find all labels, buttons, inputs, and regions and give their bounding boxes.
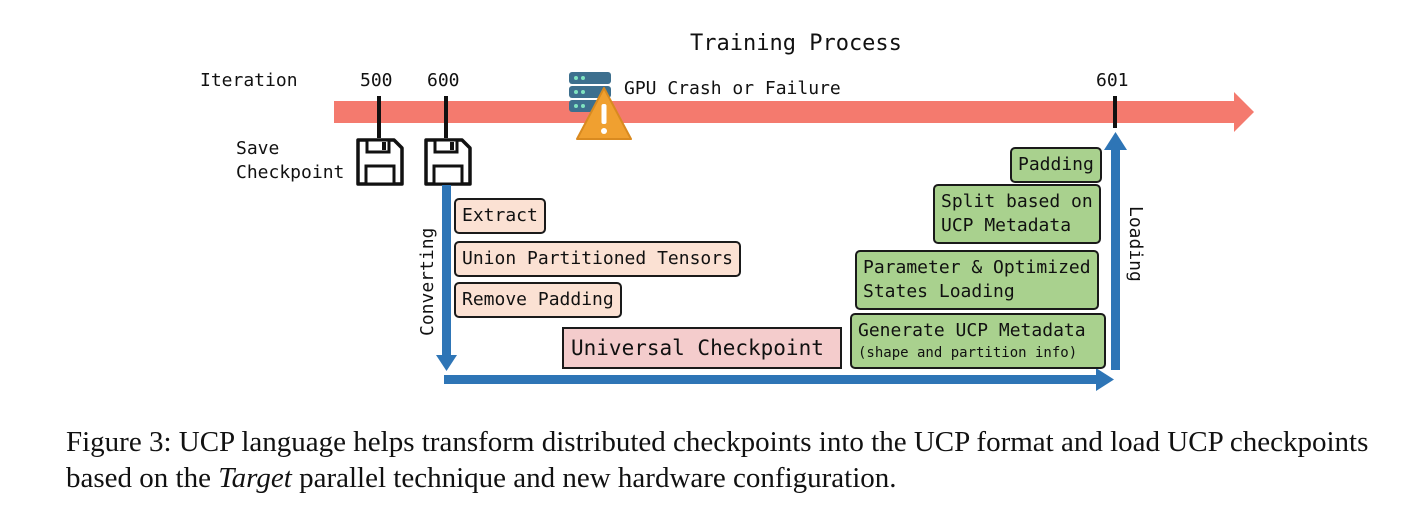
timeline-arrow — [334, 92, 1254, 132]
caption-italic: Target — [218, 462, 292, 494]
step-param-line1: Parameter & Optimized — [863, 257, 1091, 278]
floppy-disk-icon-500 — [356, 138, 404, 186]
save-label-line2: Checkpoint — [236, 162, 345, 183]
universal-checkpoint-box: Universal Checkpoint — [562, 327, 842, 369]
step-padding: Padding — [1010, 147, 1102, 183]
iteration-601-label: 601 — [1096, 70, 1129, 91]
step-param-line2: States Loading — [863, 281, 1015, 302]
failure-label: GPU Crash or Failure — [624, 78, 841, 99]
floppy-disk-icon-600 — [424, 138, 472, 186]
step-split-line1: Split based on — [941, 191, 1093, 212]
step-remove-padding: Remove Padding — [454, 282, 622, 318]
figure-caption: Figure 3: UCP language helps transform d… — [66, 424, 1396, 496]
step-split-metadata: Split based on UCP Metadata — [933, 184, 1101, 244]
step-generate-line2: (shape and partition info) — [858, 345, 1078, 361]
loading-label: Loading — [1125, 206, 1146, 282]
converting-arrow — [436, 185, 1114, 391]
iteration-600-label: 600 — [427, 70, 460, 91]
step-generate-line1: Generate UCP Metadata — [858, 320, 1086, 341]
step-extract: Extract — [454, 198, 546, 234]
iteration-500-label: 500 — [360, 70, 393, 91]
caption-part2: parallel technique and new hardware conf… — [291, 462, 897, 494]
diagram-title: Training Process — [690, 31, 902, 56]
caption-part1: Figure 3: UCP language helps transform d… — [66, 426, 1369, 494]
converting-label: Converting — [417, 227, 438, 336]
warning-icon — [576, 87, 632, 140]
save-label-line1: Save — [236, 138, 280, 159]
step-generate-metadata: Generate UCP Metadata (shape and partiti… — [850, 313, 1106, 369]
loading-arrow — [1104, 132, 1127, 370]
step-parameter-loading: Parameter & Optimized States Loading — [855, 250, 1099, 310]
step-split-line2: UCP Metadata — [941, 215, 1072, 236]
step-union-partitioned-tensors: Union Partitioned Tensors — [454, 241, 741, 277]
iteration-label: Iteration — [200, 70, 298, 91]
